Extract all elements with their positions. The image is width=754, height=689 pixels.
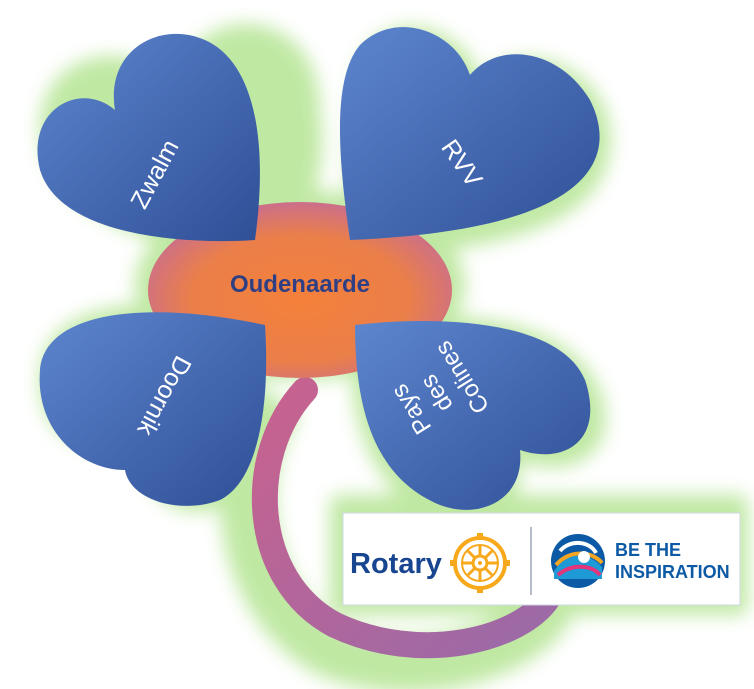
tagline-line1: BE THE (615, 540, 681, 560)
rotary-wheel-icon (450, 533, 510, 593)
rotary-wordmark: Rotary (350, 548, 442, 580)
leaf-top-right (340, 27, 600, 240)
center-label: Oudenaarde (230, 271, 370, 298)
leaf-bottom-left (39, 312, 267, 506)
clover-stem (251, 377, 561, 659)
inspiration-wave-icon (551, 534, 605, 588)
leaf-bottom-right (355, 320, 591, 510)
rotary-banner: Rotary (342, 512, 741, 606)
tagline-line2: INSPIRATION (615, 562, 730, 582)
leaf-top-left (37, 33, 260, 242)
